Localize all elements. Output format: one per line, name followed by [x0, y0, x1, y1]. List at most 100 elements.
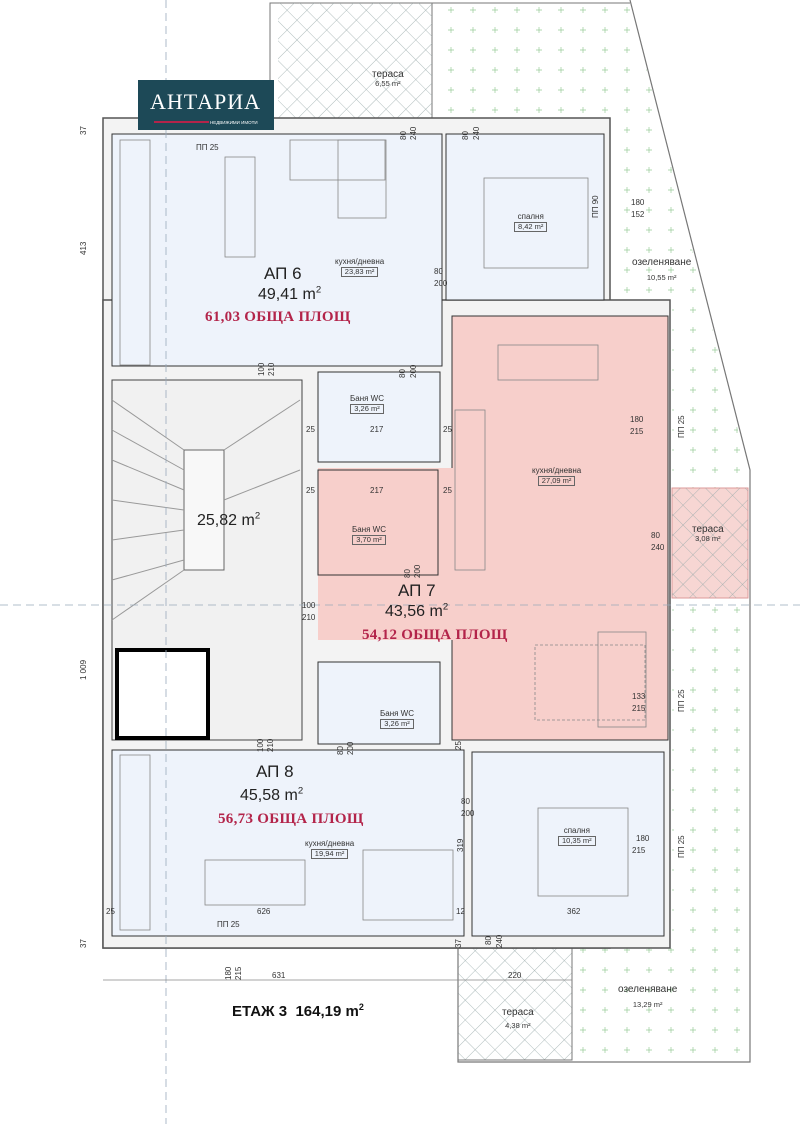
company-logo: АНТАРИА НЕДВИЖИМИ ИМОТИ: [138, 80, 274, 130]
dimension: ПП 25: [677, 415, 686, 438]
room-name: тераса: [502, 1007, 534, 1018]
dimension: 80: [336, 746, 345, 755]
dimension: 217: [370, 425, 384, 434]
dimension: 80: [434, 267, 443, 276]
ap8-label: АП 8: [256, 762, 294, 781]
room-area: 13,29 m²: [632, 1000, 663, 1009]
room-name: тераса: [692, 524, 724, 535]
room-area: 10,35 m²: [558, 836, 596, 846]
terrace-bottom: [457, 947, 573, 1061]
ap8-bath: [317, 661, 441, 745]
room-name: кухня/дневна: [532, 466, 582, 475]
dimension: 80: [484, 936, 493, 945]
dimension: 25: [306, 425, 315, 434]
dimension: 25: [443, 425, 452, 434]
stair-area: 25,82 m2: [197, 510, 261, 529]
ap6-living: [111, 133, 443, 367]
dimension: ПП 25: [196, 143, 219, 152]
room-area: 23,83 m²: [340, 267, 379, 277]
ap8-area-value: 45,58 m: [240, 787, 298, 804]
room-area: 6,55 m²: [375, 79, 401, 88]
dimension: 217: [370, 486, 384, 495]
room-name: спалня: [517, 212, 544, 221]
room-name: кухня/дневна: [305, 839, 355, 848]
dimension: 362: [567, 907, 581, 916]
dimension: 210: [267, 362, 276, 376]
dimension: 180: [636, 834, 650, 843]
ap7-total: 54,12 ОБЩА ПЛОЩ: [362, 627, 508, 643]
ap7-area: 43,56 m2: [385, 601, 449, 620]
dimension: 319: [456, 838, 465, 852]
dimension: 100: [257, 362, 266, 376]
dimension: 240: [472, 126, 481, 140]
dimension: 200: [409, 364, 418, 378]
ap8-total: 56,73 ОБЩА ПЛОЩ: [218, 811, 364, 827]
ap6-area: 49,41 m2: [258, 284, 322, 303]
dimension: 210: [266, 738, 275, 752]
ap7-bath: [317, 469, 439, 576]
room-name: озеленяване: [632, 257, 692, 268]
room-area: 8,42 m²: [514, 222, 548, 232]
ap6-total: 61,03 ОБЩА ПЛОЩ: [205, 309, 351, 325]
dimension: 133: [632, 692, 646, 701]
floor-title-text: ЕТАЖ 3 164,19 m: [232, 1003, 359, 1020]
dimension: 80: [399, 131, 408, 140]
room-name: тераса: [372, 69, 404, 80]
dimension: ПП 25: [217, 920, 240, 929]
dimension: 1 009: [79, 659, 88, 680]
dimension: 25: [306, 486, 315, 495]
ap6-label: АП 6: [264, 264, 302, 283]
dimension: 210: [302, 613, 316, 622]
room-area: 3,70 m²: [352, 535, 386, 545]
ap7-living: [451, 315, 669, 741]
room-area: 27,09 m²: [537, 476, 576, 486]
dimension: 80: [461, 797, 470, 806]
ap7-label: АП 7: [398, 581, 436, 600]
room-name: Баня WC: [380, 709, 414, 718]
ap6-area-value: 49,41 m: [258, 286, 316, 303]
room-area: 3,08 m²: [695, 534, 721, 543]
room-area: 19,94 m²: [310, 849, 349, 859]
dimension: 200: [346, 741, 355, 755]
dimension: 80: [461, 131, 470, 140]
dimension: 37: [79, 126, 88, 135]
room-name: Баня WC: [350, 394, 384, 403]
room-name: озеленяване: [618, 984, 678, 995]
ap6-bedroom: [445, 133, 605, 301]
dimension: 180: [224, 966, 233, 980]
dimension: 215: [632, 846, 646, 855]
dimension: 215: [234, 966, 243, 980]
dimension: 200: [434, 279, 448, 288]
ap6-bath: [317, 371, 441, 463]
logo-subtitle: НЕДВИЖИМИ ИМОТИ: [210, 120, 258, 125]
dimension: ПП 90: [591, 195, 600, 218]
dimension: 626: [257, 907, 271, 916]
dimension: 80: [398, 369, 407, 378]
logo-bar: [154, 121, 209, 123]
dimension: 100: [302, 601, 316, 610]
room-name: кухня/дневна: [335, 257, 385, 266]
room-area: 3,26 m²: [380, 719, 414, 729]
logo-name: АНТАРИА: [150, 89, 262, 114]
dimension: 12: [456, 907, 465, 916]
dimension: 25: [443, 486, 452, 495]
dimension: 180: [630, 415, 644, 424]
dimension: 80: [651, 531, 660, 540]
green-zone-top: [432, 3, 748, 1060]
dimension: 80: [403, 569, 412, 578]
dimension: 215: [632, 704, 646, 713]
room-name: спалня: [563, 826, 590, 835]
room-area: 3,26 m²: [350, 404, 384, 414]
dimension: 200: [413, 564, 422, 578]
dimension: 413: [79, 241, 88, 255]
